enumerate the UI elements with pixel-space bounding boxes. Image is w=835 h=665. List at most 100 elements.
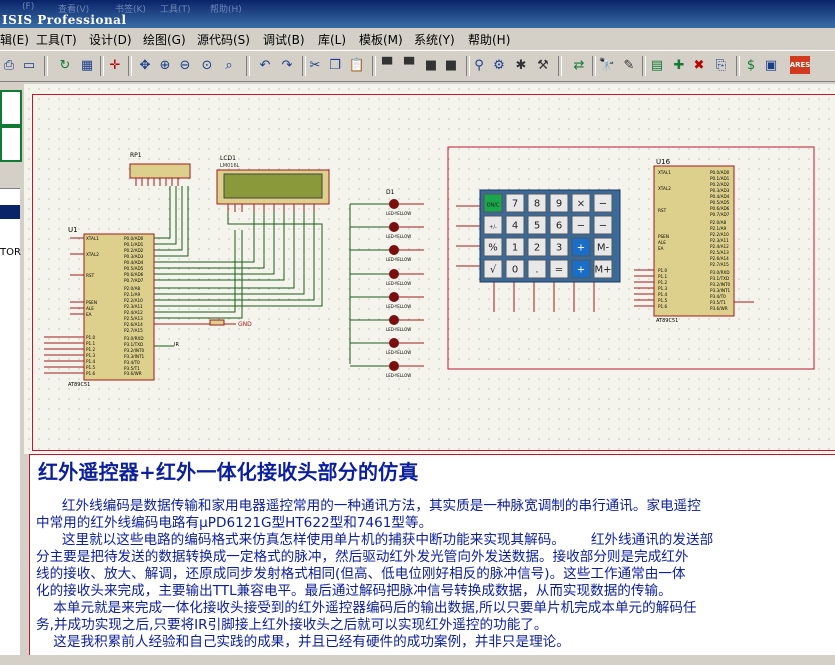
- menu-system[interactable]: 系统(Y): [414, 33, 455, 47]
- keypad-key[interactable]: [483, 193, 503, 213]
- keypad-key[interactable]: [549, 215, 569, 235]
- u16-pin-label: P1.2: [658, 280, 668, 285]
- u16-pin-label: P2.4/A12: [710, 244, 729, 249]
- keypad-key[interactable]: [483, 237, 503, 257]
- block-delete-icon[interactable]: ■: [444, 57, 458, 73]
- u16-pin-label: P1.3: [658, 286, 668, 291]
- rp1-pins: [135, 178, 179, 186]
- cut-icon[interactable]: ✂: [309, 57, 321, 73]
- refresh-icon[interactable]: ↻: [59, 57, 71, 73]
- menu-debug[interactable]: 调试(B): [263, 33, 305, 47]
- menu-template[interactable]: 模板(M): [359, 33, 403, 47]
- device-list-item[interactable]: TOR: [0, 247, 21, 258]
- menu-edit[interactable]: 辑(E): [0, 33, 29, 47]
- print-icon[interactable]: ⎙: [3, 57, 15, 73]
- keypad-key[interactable]: [527, 193, 547, 213]
- u1-bus-wires: [154, 186, 323, 319]
- overview-window[interactable]: [0, 90, 22, 126]
- block-copy-icon[interactable]: ▀: [382, 57, 392, 73]
- u1-pin-label: P0.3/AD3: [124, 254, 144, 259]
- copy-icon[interactable]: ❐: [329, 57, 341, 73]
- keypad-key[interactable]: [593, 193, 613, 213]
- menu-library[interactable]: 库(L): [318, 33, 347, 47]
- report-icon[interactable]: ▣: [764, 57, 778, 73]
- u16-pin-label: P3.4/T0: [710, 294, 726, 299]
- netlist-icon[interactable]: ▤: [650, 57, 664, 73]
- toolbar-separator: [128, 56, 132, 76]
- page-icon[interactable]: ▭: [22, 57, 36, 73]
- zoom-all-icon[interactable]: ⊙: [201, 57, 213, 73]
- keypad-key[interactable]: [483, 215, 503, 235]
- d1-label: D1: [386, 189, 395, 196]
- keypad-key[interactable]: [505, 259, 525, 279]
- device-list[interactable]: TOR: [0, 188, 21, 665]
- decompose-icon[interactable]: ⚒: [537, 57, 549, 73]
- keypad-key[interactable]: [593, 237, 613, 257]
- menu-source[interactable]: 源代码(S): [197, 33, 250, 47]
- keypad-key[interactable]: [505, 237, 525, 257]
- svg-text:LED-YELLOW: LED-YELLOW: [386, 281, 411, 286]
- keypad-key[interactable]: [571, 237, 591, 257]
- keypad-key[interactable]: [527, 237, 547, 257]
- u1-pin-label: P2.2/A10: [124, 298, 143, 303]
- keypad-key[interactable]: [593, 259, 613, 279]
- keypad-key[interactable]: [571, 215, 591, 235]
- keypad-key-label: 2: [534, 243, 540, 254]
- description-line: 这是我积累前人经验和自己实践的成果，并且已经有硬件的成功案例，并非只是理论。: [36, 634, 570, 650]
- redo-icon[interactable]: ↷: [281, 57, 293, 73]
- keypad-key[interactable]: [549, 259, 569, 279]
- u16-pin-label: P0.6/AD6: [710, 206, 730, 211]
- pan-icon[interactable]: ✥: [139, 57, 151, 73]
- keypad-key[interactable]: [571, 193, 591, 213]
- keypad-key[interactable]: [505, 193, 525, 213]
- u1-pin-label: P3.1/TXD: [124, 342, 143, 347]
- packaging-icon[interactable]: ✱: [515, 57, 527, 73]
- origin-icon[interactable]: ✛: [109, 57, 121, 73]
- block-rotate-icon[interactable]: ■: [424, 57, 438, 73]
- property-icon[interactable]: ✎: [623, 57, 635, 73]
- paste-icon[interactable]: 📋: [348, 57, 366, 73]
- u16-pin-label: P2.0/A8: [710, 220, 726, 225]
- pick-device-icon[interactable]: ⚲: [474, 57, 484, 73]
- u16-pin-label: P3.0/RXD: [710, 270, 730, 275]
- wire-autorouter-icon[interactable]: ⇄: [573, 57, 585, 73]
- u16-pin-label: P1.4: [658, 292, 668, 297]
- zoom-area-icon[interactable]: ⌕: [225, 57, 233, 73]
- keypad-key[interactable]: [527, 215, 547, 235]
- undo-icon[interactable]: ↶: [259, 57, 271, 73]
- menu-graph[interactable]: 绘图(G): [143, 33, 186, 47]
- keypad-key[interactable]: [549, 193, 569, 213]
- keypad-key[interactable]: [593, 215, 613, 235]
- goto-sheet-icon[interactable]: ⎘: [715, 57, 727, 73]
- overview-window-2[interactable]: [0, 126, 22, 162]
- zoom-in-icon[interactable]: ⊕: [159, 57, 171, 73]
- new-sheet-icon[interactable]: ✚: [673, 57, 685, 73]
- search-tag-icon[interactable]: 🔭: [598, 57, 616, 73]
- keypad-key[interactable]: [505, 215, 525, 235]
- ares-icon[interactable]: ARES: [790, 56, 810, 74]
- menu-help[interactable]: 帮助(H): [468, 33, 511, 47]
- block-move-icon[interactable]: ▀: [404, 57, 414, 73]
- delete-sheet-icon[interactable]: ✖: [693, 57, 705, 73]
- sheet-border: [32, 94, 835, 451]
- u16-pin-label: P2.6/A14: [710, 256, 729, 261]
- make-device-icon[interactable]: ⚙: [493, 57, 505, 73]
- svg-text:LED-YELLOW: LED-YELLOW: [386, 257, 411, 262]
- u1-pin-label: P3.0/RXD: [124, 336, 144, 341]
- zoom-out-icon[interactable]: ⊖: [179, 57, 191, 73]
- schematic-canvas[interactable]: RP1 LCD1 LM016L U1 AT89C51 XTAL1 XTAL2 R…: [24, 84, 835, 454]
- keypad-key-label: 8: [534, 199, 540, 210]
- bom-icon[interactable]: $: [746, 57, 756, 73]
- u16-pin-label: P1.0: [658, 268, 668, 273]
- grid-icon[interactable]: ▦: [80, 57, 94, 73]
- led-labels: LED-YELLOW LED-YELLOW LED-YELLOW LED-YEL…: [386, 211, 411, 378]
- menu-design[interactable]: 设计(D): [89, 33, 132, 47]
- menu-tools[interactable]: 工具(T): [36, 33, 77, 47]
- keypad-key[interactable]: [527, 259, 547, 279]
- svg-text:LED-YELLOW: LED-YELLOW: [386, 327, 411, 332]
- keypad-key[interactable]: [483, 259, 503, 279]
- keypad-key-label: −: [599, 199, 607, 210]
- device-list-selected-item[interactable]: [0, 205, 20, 219]
- keypad-key[interactable]: [571, 259, 591, 279]
- keypad-key[interactable]: [549, 237, 569, 257]
